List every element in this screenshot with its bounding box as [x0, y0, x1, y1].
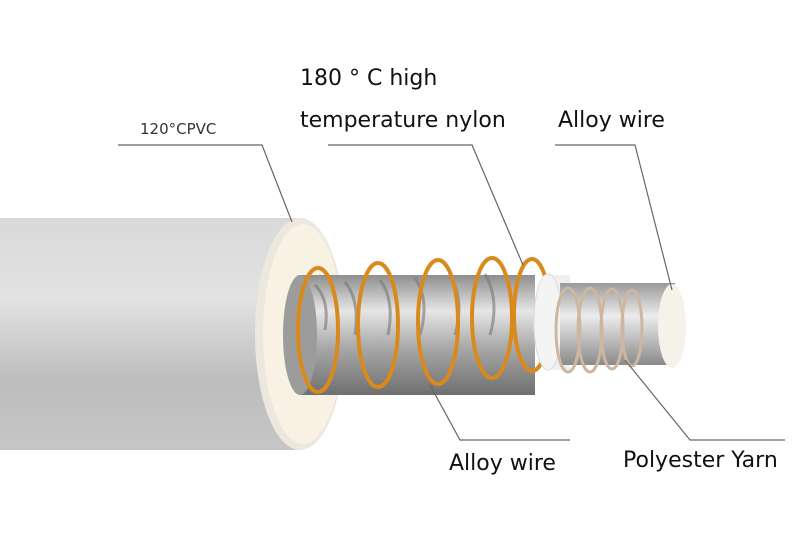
polyester-yarn-coils — [554, 286, 644, 374]
leader-alloy-top — [555, 144, 673, 291]
leader-alloy-bottom — [429, 384, 570, 441]
label-alloy-wire-top: Alloy wire — [558, 108, 665, 133]
leader-cpvc — [118, 144, 293, 223]
label-polyester-yarn: Polyester Yarn — [623, 448, 778, 473]
leader-polyester — [624, 359, 785, 441]
label-alloy-wire-bottom: Alloy wire — [449, 451, 556, 476]
alloy-wire-coils — [296, 256, 552, 394]
label-nylon-line1: 180 ° C high — [300, 66, 438, 91]
label-cpvc: 120°CPVC — [140, 120, 217, 138]
leader-lines — [118, 144, 785, 441]
label-nylon-line2: temperature nylon — [300, 108, 506, 133]
leader-nylon — [328, 144, 524, 266]
